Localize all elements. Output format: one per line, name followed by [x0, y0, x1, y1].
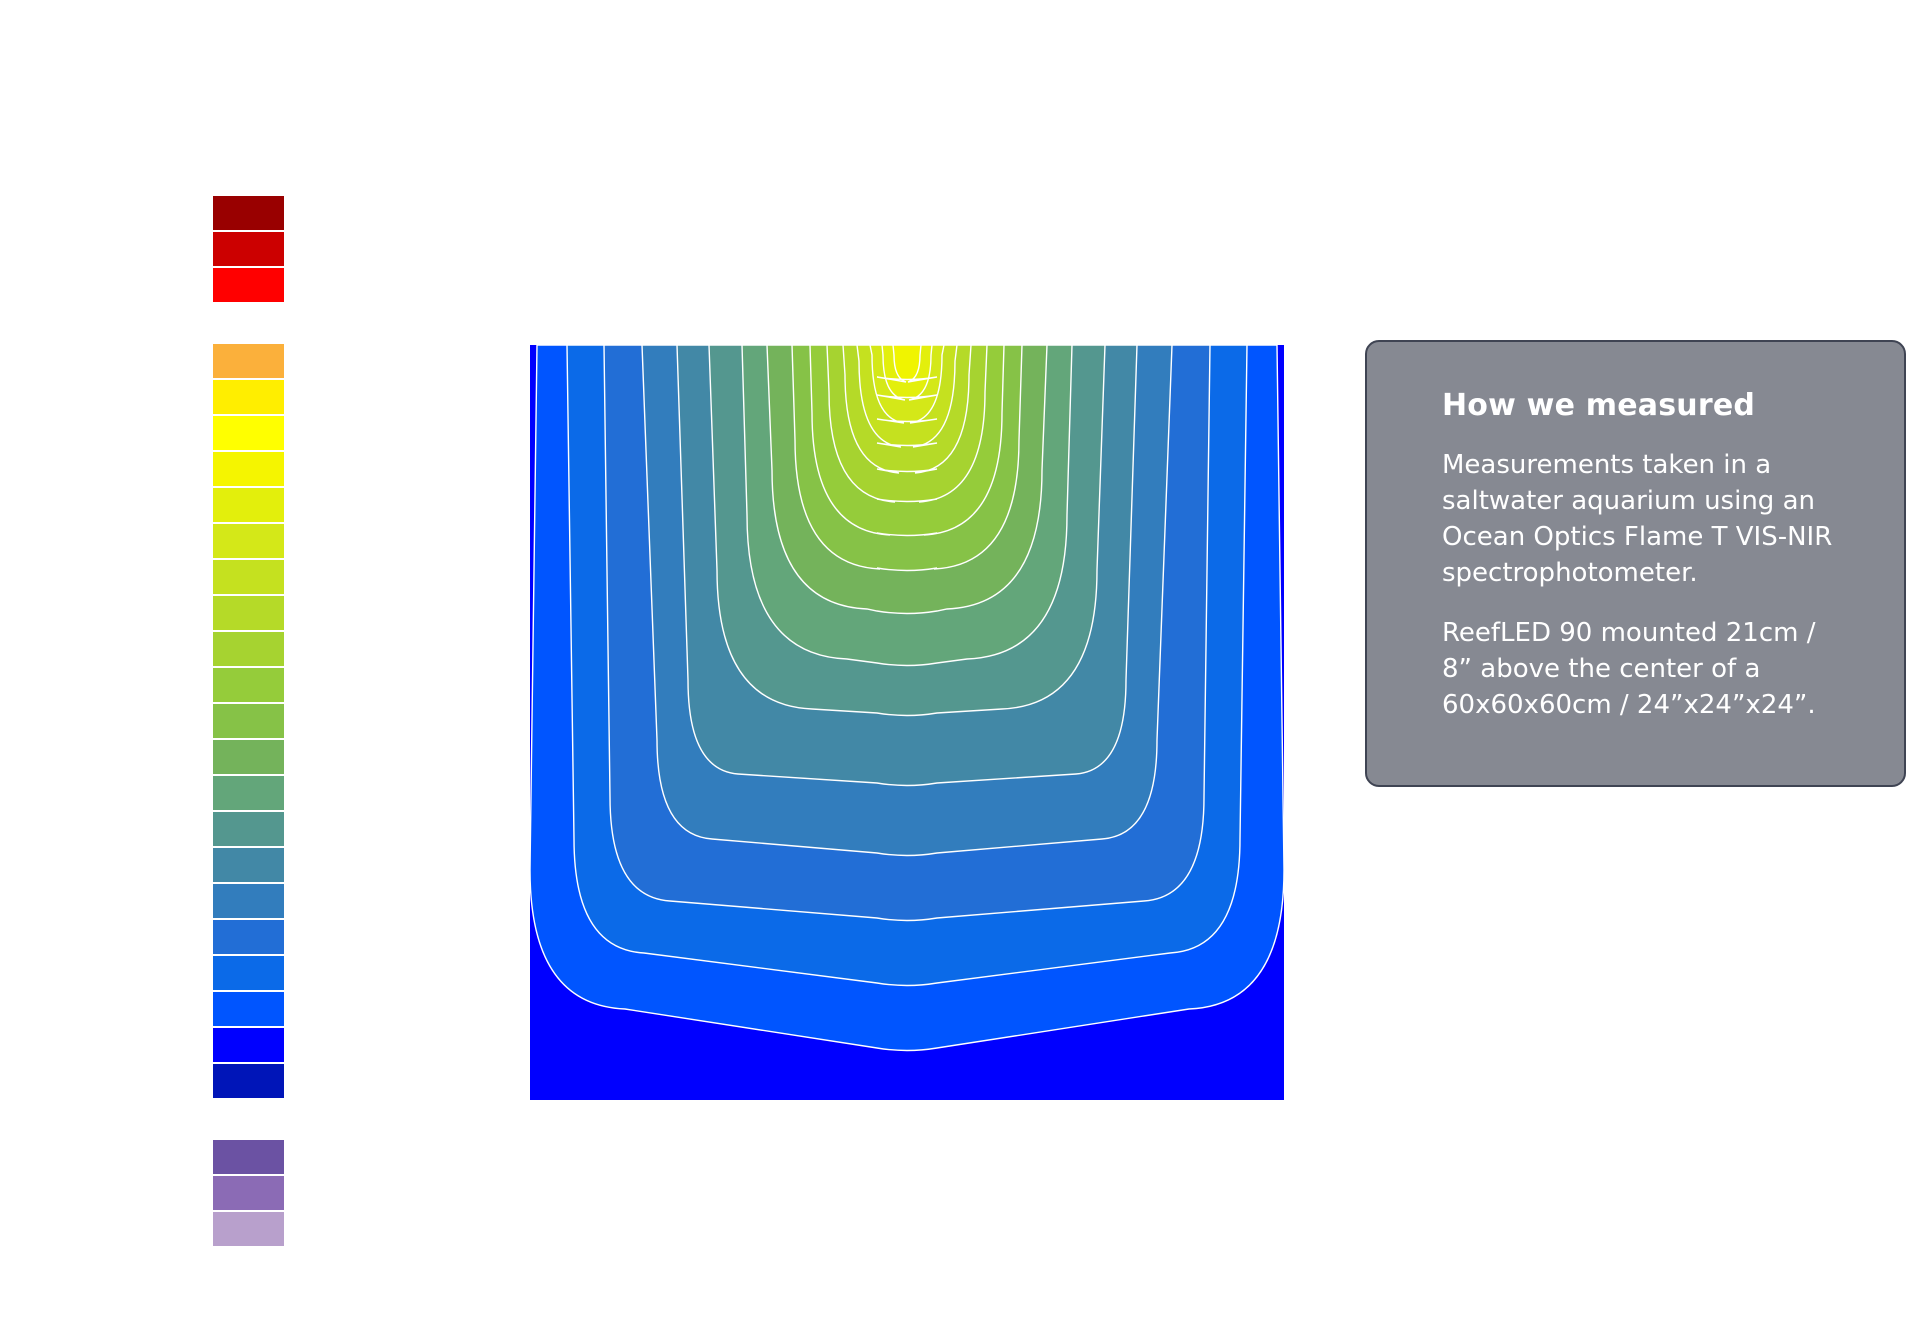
legend-swatch — [213, 1028, 284, 1062]
legend-swatch — [213, 668, 284, 702]
legend-swatch — [213, 956, 284, 990]
legend-swatch — [213, 344, 284, 378]
measurement-method-text: Measurements taken in a saltwater aquari… — [1442, 450, 1833, 588]
legend-swatch — [213, 704, 284, 738]
legend-swatch — [213, 416, 284, 450]
light-intensity-contour-plot — [530, 345, 1284, 1100]
legend-swatch — [213, 452, 284, 486]
legend-swatch — [213, 380, 284, 414]
panel-title: How we measured — [1442, 388, 1756, 423]
color-scale-legend — [213, 196, 284, 1248]
legend-swatch — [213, 740, 284, 774]
legend-swatch — [213, 1212, 284, 1246]
legend-swatch — [213, 812, 284, 846]
legend-group-gap — [213, 1100, 284, 1140]
legend-swatch — [213, 196, 284, 230]
legend-swatch — [213, 1176, 284, 1210]
legend-swatch — [213, 920, 284, 954]
legend-swatch — [213, 268, 284, 302]
legend-swatch — [213, 884, 284, 918]
legend-swatch — [213, 232, 284, 266]
legend-group-gap — [213, 304, 284, 344]
legend-swatch — [213, 1064, 284, 1098]
legend-swatch — [213, 560, 284, 594]
contour-band — [876, 345, 938, 383]
legend-swatch — [213, 992, 284, 1026]
legend-swatch — [213, 632, 284, 666]
how-we-measured-panel: How we measured Measurements taken in a … — [1365, 340, 1906, 787]
legend-swatch — [213, 488, 284, 522]
legend-swatch — [213, 524, 284, 558]
legend-swatch — [213, 776, 284, 810]
legend-swatch — [213, 848, 284, 882]
mounting-setup-text: ReefLED 90 mounted 21cm / 8” above the c… — [1442, 618, 1816, 720]
legend-swatch — [213, 596, 284, 630]
legend-swatch — [213, 1140, 284, 1174]
